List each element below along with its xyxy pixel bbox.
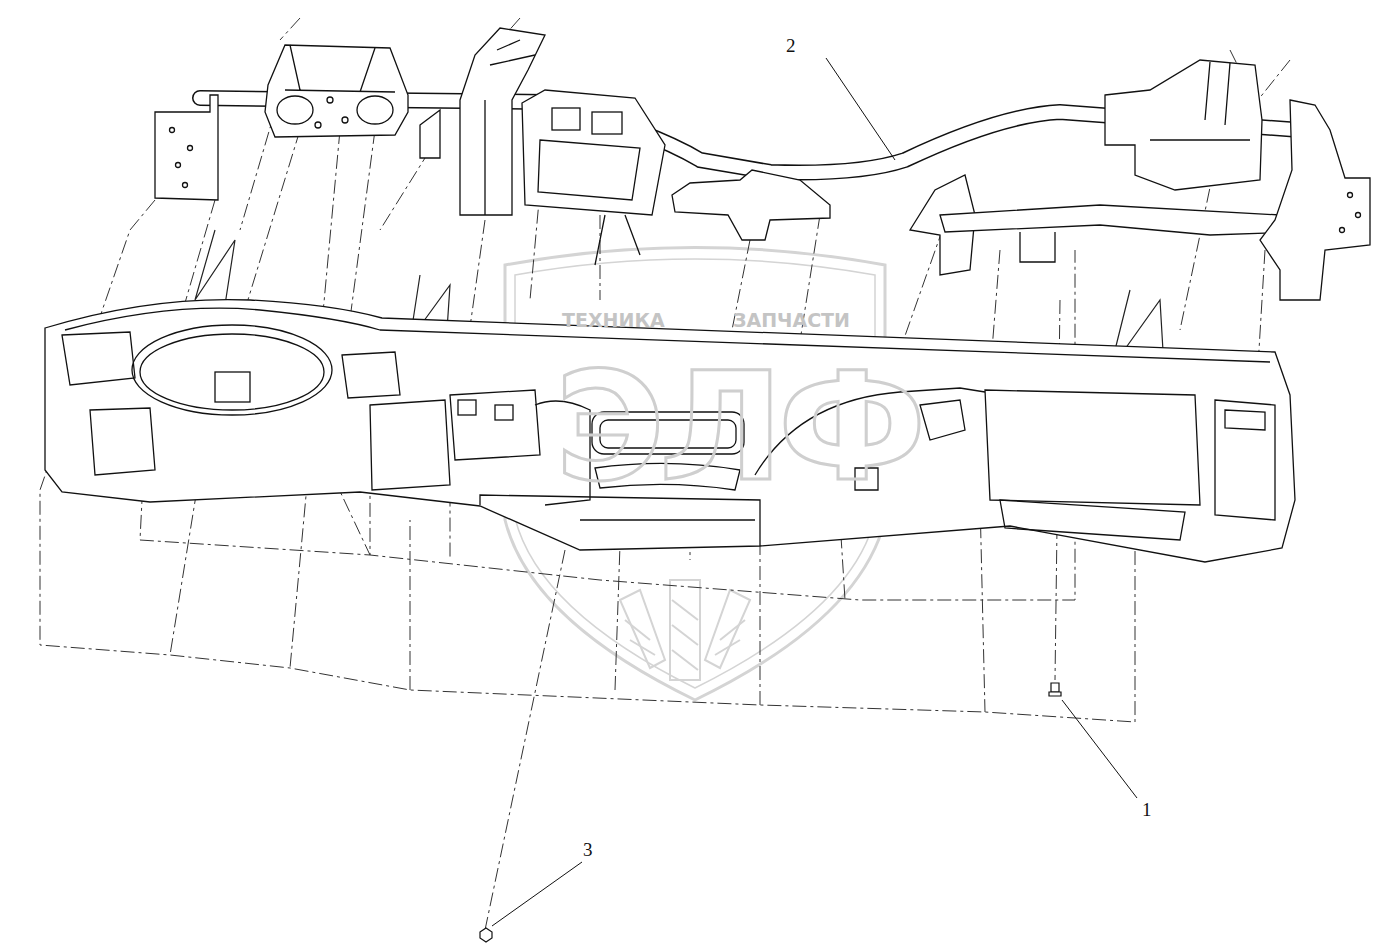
fasteners xyxy=(480,683,1061,942)
leader-lines-part xyxy=(826,58,895,160)
fasteners-part xyxy=(1049,692,1061,696)
watermark-text: ТЕХНИКА xyxy=(562,311,665,330)
leader-lines xyxy=(492,58,1137,926)
watermark-shield-part-part xyxy=(620,590,665,668)
cross-beam-part xyxy=(420,110,440,158)
instrument-panel xyxy=(45,300,1295,562)
cross-beam-part xyxy=(155,95,218,200)
watermark-shield-part-part xyxy=(670,580,700,680)
cross-beam-part xyxy=(176,163,181,168)
assembly-lines-part xyxy=(485,550,565,930)
fasteners-part xyxy=(1051,683,1059,692)
instrument-panel-part xyxy=(495,405,513,420)
instrument-panel-part xyxy=(215,372,250,402)
cross-beam-part xyxy=(1020,232,1055,262)
cross-beam-part xyxy=(538,140,640,200)
watermark-shield-part-part xyxy=(705,590,750,668)
watermark-logo: ЭЛФ xyxy=(555,352,920,502)
cross-beam xyxy=(155,28,1370,300)
instrument-panel-part xyxy=(920,400,965,440)
cross-beam-part xyxy=(940,205,1300,235)
instrument-panel-part xyxy=(458,400,476,415)
watermark-text: ЗАПЧАСТИ xyxy=(733,311,850,330)
break-lines-part xyxy=(195,230,235,305)
instrument-panel-part xyxy=(480,495,760,546)
cross-beam-part xyxy=(315,122,321,128)
cross-beam-part xyxy=(183,183,188,188)
cross-beam-part xyxy=(342,117,348,123)
instrument-panel-part xyxy=(132,325,332,415)
cross-beam-part xyxy=(1150,62,1250,140)
cross-beam-part xyxy=(1356,213,1361,218)
instrument-panel-part xyxy=(1000,500,1185,540)
cross-beam-part xyxy=(170,128,175,133)
cross-beam-part xyxy=(357,96,393,124)
cross-beam-part xyxy=(1260,100,1370,300)
instrument-panel-part xyxy=(90,408,155,475)
cross-beam-part xyxy=(595,215,640,265)
watermark-shield-part xyxy=(620,580,750,680)
instrument-panel-part xyxy=(342,352,400,398)
instrument-panel-part xyxy=(985,390,1200,505)
cross-beam-part xyxy=(265,45,408,137)
instrument-panel-part xyxy=(45,300,1295,562)
cross-beam-part xyxy=(277,96,313,124)
callout-number: 2 xyxy=(786,36,796,55)
instrument-panel-part xyxy=(1215,400,1275,520)
watermark-shield-part-part xyxy=(625,600,745,670)
cross-beam-part xyxy=(552,108,580,130)
instrument-panel-part xyxy=(1225,410,1265,430)
instrument-panel-part xyxy=(450,390,540,460)
cross-beam-part xyxy=(672,170,830,240)
fasteners-part xyxy=(480,928,492,942)
instrument-panel-part xyxy=(140,334,324,410)
cross-beam-part xyxy=(188,146,193,151)
cross-beam-part xyxy=(1105,60,1262,190)
instrument-panel-part xyxy=(62,332,135,385)
leader-lines-part xyxy=(1062,700,1137,798)
cross-beam-part xyxy=(522,90,665,215)
instrument-panel-part xyxy=(370,400,450,490)
callout-number: 3 xyxy=(583,840,593,859)
cross-beam-part xyxy=(285,45,395,92)
callout-number: 1 xyxy=(1142,800,1152,819)
instrument-panel-part xyxy=(580,519,755,520)
leader-lines-part xyxy=(492,862,582,926)
cross-beam-part xyxy=(1348,193,1353,198)
cross-beam-part xyxy=(1340,228,1345,233)
cross-beam-part xyxy=(592,112,622,134)
cross-beam-part xyxy=(327,97,333,103)
